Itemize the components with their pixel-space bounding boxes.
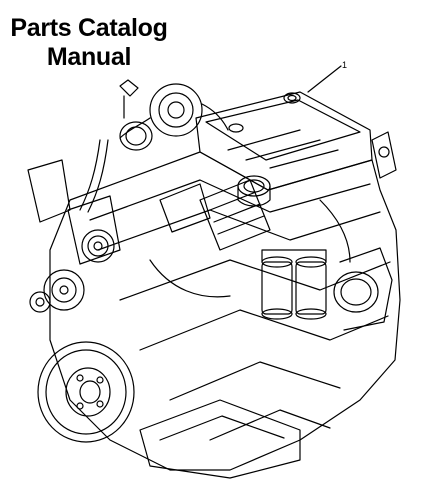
title-line-2: Manual	[46, 43, 132, 71]
page-title: Parts Catalog Manual	[0, 14, 178, 72]
title-line-1: Parts Catalog	[10, 14, 168, 42]
lifting-bracket	[371, 131, 397, 179]
oil-filler-cap	[237, 175, 271, 207]
crankshaft-pulley	[37, 341, 135, 443]
intake-manifold	[159, 179, 271, 251]
turbocharger	[119, 79, 229, 151]
oil-pan	[139, 399, 301, 479]
front-bracket	[27, 159, 121, 265]
water-pump-pulley	[43, 269, 85, 311]
fuel-filter	[261, 249, 327, 320]
callout-leader-line	[307, 65, 342, 93]
tensioner-pulley	[29, 291, 51, 313]
engine-block	[49, 151, 401, 471]
idler-pulley	[81, 229, 115, 263]
coolant-hose	[79, 139, 351, 298]
flywheel-port	[333, 247, 393, 331]
callout-label: 1	[342, 60, 348, 70]
valve-cover	[195, 91, 373, 191]
